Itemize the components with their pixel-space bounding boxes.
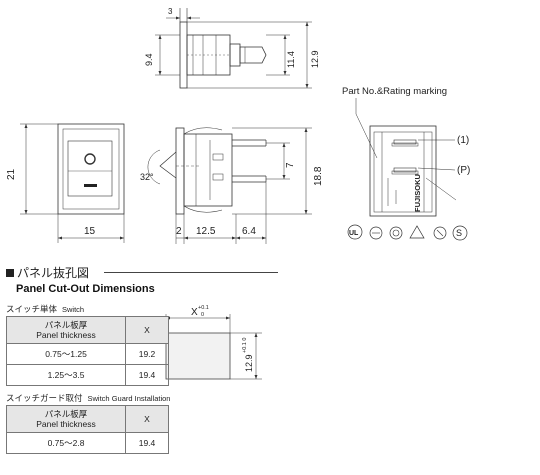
- table1-head-en: Panel thickness: [36, 330, 96, 340]
- table-cell: 19.4: [125, 432, 169, 454]
- top-view: 3 9.4 11.4 12.9: [144, 7, 320, 89]
- brand-text: FUJISOKU: [413, 174, 422, 212]
- front-view: 21 15: [6, 123, 125, 243]
- table-row: 0.75〜1.25: [6, 343, 126, 365]
- cutout-x-tol-dn: 0: [201, 312, 204, 318]
- table2-head-x: X: [125, 405, 169, 433]
- table-cell: 19.4: [125, 364, 169, 386]
- table1-head-jp: パネル板厚: [44, 320, 88, 330]
- table-row: 1.25〜3.5: [6, 364, 126, 386]
- table-switch-guard: パネル板厚 Panel thickness X 0.75〜2.8 19.4: [6, 405, 169, 454]
- dim-3: 3: [168, 7, 173, 16]
- table2-head-thickness: パネル板厚 Panel thickness: [6, 405, 126, 433]
- table1-caption-jp: スイッチ単体: [6, 304, 58, 314]
- bullet-square-icon: [6, 269, 14, 277]
- marking-label: Part No.&Rating marking: [342, 86, 447, 97]
- cutout-h-tol: +0.1 0: [242, 338, 248, 353]
- cutout-h-label: 12.9: [244, 354, 254, 372]
- table1-caption-en: Switch: [62, 305, 85, 314]
- table2-caption-en: Switch Guard Installation: [87, 394, 171, 403]
- cutout-title-jp: パネル抜孔図: [17, 266, 90, 280]
- table1-head-thickness: パネル板厚 Panel thickness: [6, 316, 126, 344]
- dim-6-4: 6.4: [242, 226, 256, 237]
- dim-angle: 32°: [140, 172, 154, 182]
- dim-12-9: 12.9: [310, 50, 320, 68]
- dim-2: 2: [176, 226, 182, 237]
- semko-mark-icon: [433, 226, 447, 240]
- rear-view: Part No.&Rating marking (1) (P) FUJISOKU…: [342, 86, 470, 241]
- svg-text:UL: UL: [349, 230, 359, 237]
- table1-head-x: X: [125, 316, 169, 344]
- table2-head-jp: パネル板厚: [44, 409, 88, 419]
- dim-18-8: 18.8: [313, 166, 324, 186]
- cutout-x-tol-up: +0.1: [198, 305, 209, 311]
- s-mark-icon: S: [452, 225, 468, 241]
- dim-7: 7: [285, 162, 296, 168]
- dim-9-4: 9.4: [144, 53, 154, 66]
- dim-11-4: 11.4: [286, 51, 296, 68]
- cutout-x-label: X: [191, 307, 198, 318]
- table-row: 0.75〜2.8: [6, 432, 126, 454]
- svg-text:S: S: [456, 228, 462, 238]
- marker-1: (1): [457, 135, 469, 146]
- marker-p: (P): [457, 165, 470, 176]
- cutout-drawing: X +0.1 0 12.9 +0.1 0: [165, 305, 262, 380]
- dim-12-5: 12.5: [196, 226, 216, 237]
- side-view: 32° 7 18.8 2 12.5 6.4: [140, 127, 324, 244]
- on-symbol-icon: [84, 184, 97, 187]
- vde-mark-icon: [389, 226, 403, 240]
- table2-head-en: Panel thickness: [36, 419, 96, 429]
- dim-15: 15: [84, 226, 96, 237]
- ul-mark-icon: UL: [347, 224, 363, 240]
- cutout-title-en: Panel Cut-Out Dimensions: [16, 283, 155, 295]
- table-switch: パネル板厚 Panel thickness X 0.75〜1.25 19.2 1…: [6, 316, 169, 386]
- table2-caption-jp: スイッチガード取付: [6, 393, 83, 403]
- tuv-mark-icon: [409, 225, 425, 239]
- dim-21: 21: [6, 168, 17, 180]
- off-symbol-icon: [84, 153, 96, 165]
- table1-caption: スイッチ単体 Switch: [6, 303, 84, 315]
- csa-mark-icon: [369, 226, 383, 240]
- cutout-section-title: パネル抜孔図: [6, 264, 89, 281]
- table2-caption: スイッチガード取付 Switch Guard Installation: [6, 392, 170, 404]
- section-divider: [104, 272, 278, 273]
- table-cell: 19.2: [125, 343, 169, 365]
